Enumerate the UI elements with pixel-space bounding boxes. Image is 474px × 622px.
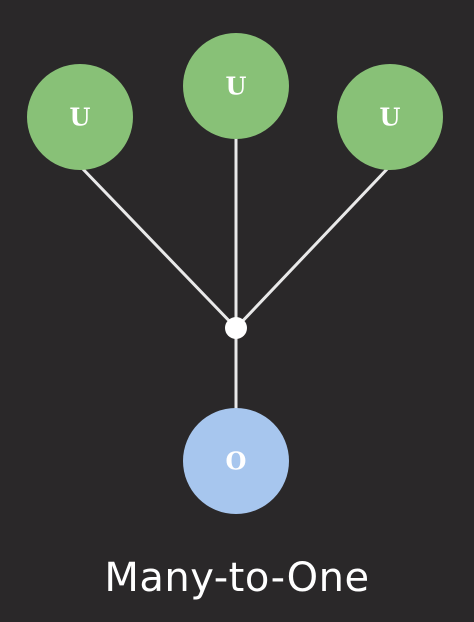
edge-left-to-junction	[78, 164, 238, 330]
node-u-left: U	[27, 64, 133, 170]
junction-dot	[225, 317, 247, 339]
node-o-bottom: O	[183, 408, 289, 514]
node-o-bottom-label: O	[226, 447, 247, 476]
node-u-left-label: U	[70, 103, 91, 132]
edge-right-to-junction	[234, 164, 392, 330]
node-u-right-label: U	[380, 103, 401, 132]
node-u-center: U	[183, 33, 289, 139]
node-u-center-label: U	[226, 72, 247, 101]
node-u-right: U	[337, 64, 443, 170]
diagram-caption: Many-to-One	[104, 555, 370, 601]
